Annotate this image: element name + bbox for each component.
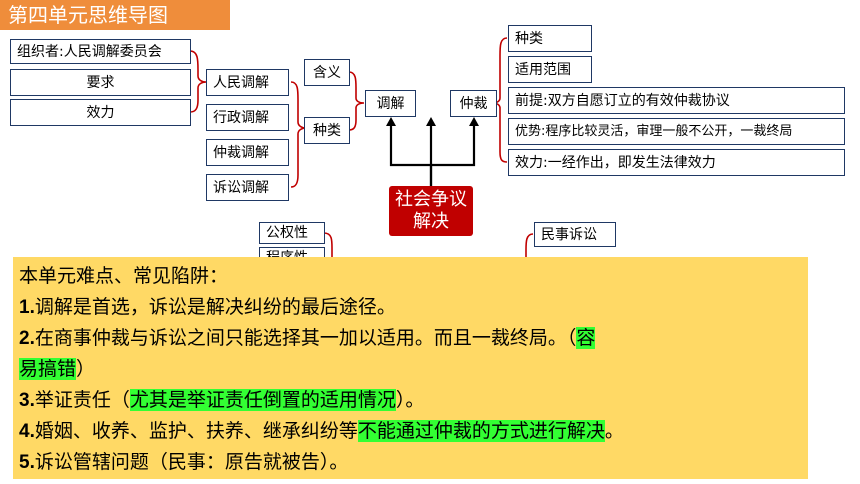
- arbitration-premise: 前提:双方自愿订立的有效仲裁协议: [508, 87, 845, 114]
- center-node: 社会争议解决: [389, 186, 473, 236]
- page-title: 第四单元思维导图: [0, 0, 230, 30]
- arbitration-scope: 适用范围: [508, 56, 592, 83]
- attribute-organizer: 组织者:人民调解委员会: [10, 39, 191, 64]
- node-mediation: 调解: [365, 90, 416, 117]
- node-civil-litigation: 民事诉讼: [534, 222, 616, 247]
- arbitration-kinds: 种类: [508, 25, 592, 52]
- note-5: 5.诉讼管辖问题（民事：原告就被告）。: [19, 451, 349, 473]
- attribute-requirement: 要求: [10, 69, 191, 96]
- arbitration-effect: 效力:一经作出，即发生法律效力: [508, 149, 845, 176]
- node-public-power: 公权性: [259, 222, 325, 244]
- attribute-effect: 效力: [10, 99, 191, 126]
- notes-heading: 本单元难点、常见陷阱：: [19, 265, 229, 287]
- notes-panel: 本单元难点、常见陷阱： 1.调解是首选，诉讼是解决纠纷的最后途径。 2.在商事仲…: [13, 257, 808, 479]
- node-arbitration: 仲裁: [450, 90, 497, 117]
- type-litigation-mediation: 诉讼调解: [206, 174, 289, 201]
- type-administrative-mediation: 行政调解: [206, 104, 289, 131]
- node-kinds: 种类: [304, 117, 350, 144]
- note-1: 1.调解是首选，诉讼是解决纠纷的最后途径。: [19, 296, 396, 318]
- note-3: 3.举证责任（尤其是举证责任倒置的适用情况）。: [19, 389, 425, 411]
- type-people-mediation: 人民调解: [206, 69, 289, 96]
- note-2-cont: 易搞错）: [19, 358, 96, 380]
- arbitration-advantage: 优势:程序比较灵活，审理一般不公开，一裁终局: [508, 118, 845, 145]
- note-4: 4.婚姻、收养、监护、扶养、继承纠纷等不能通过仲裁的方式进行解决。: [19, 420, 624, 442]
- node-meaning: 含义: [304, 59, 350, 86]
- note-2: 2.在商事仲裁与诉讼之间只能选择其一加以适用。而且一裁终局。（容: [19, 327, 596, 349]
- type-arbitration-mediation: 仲裁调解: [206, 139, 289, 166]
